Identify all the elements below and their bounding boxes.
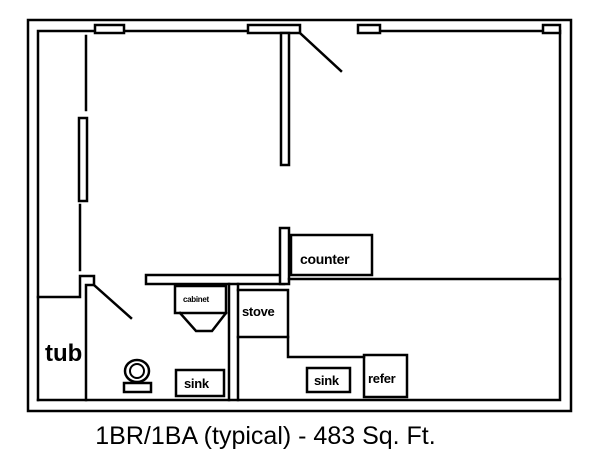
plan-title: 1BR/1BA (typical) - 483 Sq. Ft. (95, 422, 436, 450)
toilet-bowl (123, 358, 151, 384)
window-top-2 (246, 23, 302, 35)
kitchen-lower-wall (286, 335, 366, 359)
bathroom-top-wall (36, 274, 96, 402)
refer-box (362, 353, 409, 399)
stove-label: stove (242, 304, 275, 319)
outer-wall (26, 18, 573, 413)
sink-kitchen-box (305, 366, 352, 394)
window-top-1 (93, 23, 126, 35)
counter-box (289, 233, 374, 277)
kitchen-bar-wall (144, 273, 286, 286)
bath-door-swing (92, 283, 133, 320)
bedroom-partition (279, 31, 291, 167)
toilet-tank (122, 381, 153, 394)
sink-bath-box (174, 368, 226, 398)
closet-door (77, 116, 89, 203)
toilet-seat (129, 363, 145, 379)
counter-label: counter (300, 251, 350, 267)
cabinet-box (173, 284, 228, 315)
stove-box (236, 288, 290, 339)
tub-label: tub (45, 340, 83, 367)
inner-wall-right-bottom (36, 29, 562, 402)
sink-kitchen-label: sink (314, 373, 339, 388)
cabinet-label: cabinet (183, 295, 209, 304)
window-top-3 (356, 23, 382, 35)
sink-bath-label: sink (184, 376, 209, 391)
refer-label: refer (368, 371, 396, 386)
entry-door-swing (298, 31, 343, 73)
counter-post (278, 226, 291, 286)
window-top-4 (541, 23, 562, 35)
cabinet-v (178, 311, 228, 333)
